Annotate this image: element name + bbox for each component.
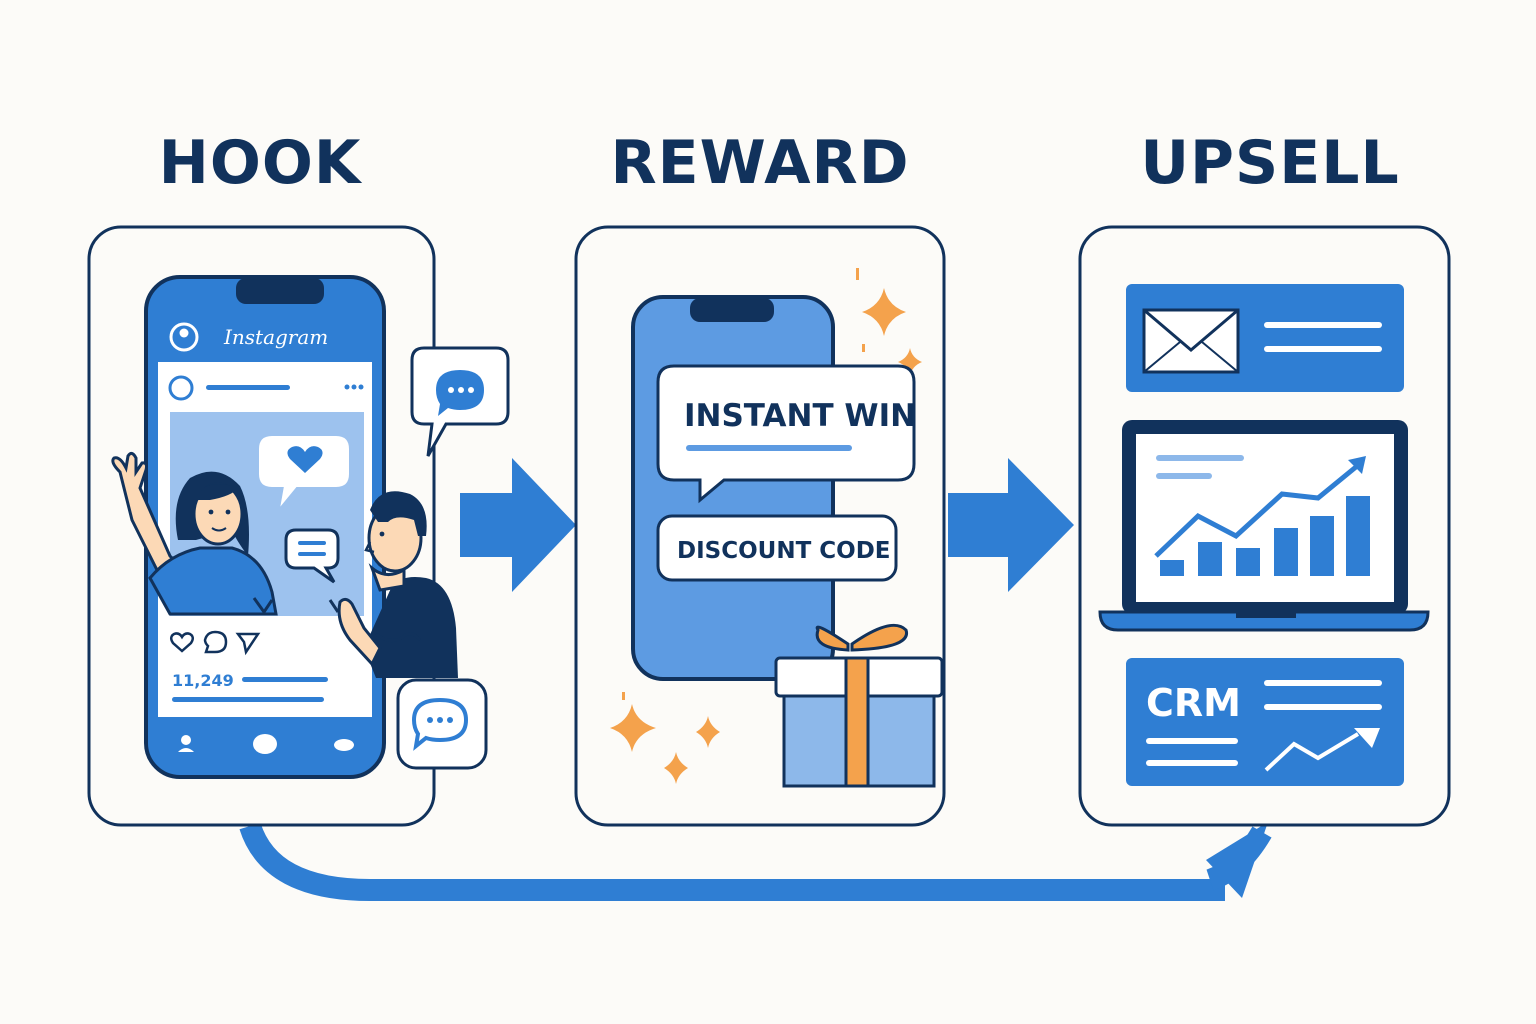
envelope-icon	[1142, 308, 1240, 374]
heart-icon	[287, 446, 323, 473]
nav-activity-icon[interactable]	[334, 739, 354, 751]
crm-card	[1126, 658, 1404, 786]
like-icon[interactable]	[170, 632, 194, 653]
woman-illustration	[111, 451, 278, 616]
caption-lines	[172, 677, 328, 702]
profile-icon	[169, 322, 199, 352]
laptop-analytics	[1098, 420, 1430, 632]
crm-label: CRM	[1146, 681, 1241, 725]
likes-count: 11,249	[172, 671, 234, 690]
nav-profile-icon[interactable]	[181, 735, 191, 745]
chat-outline-icon	[411, 697, 469, 751]
heart-bubble	[259, 436, 349, 507]
growth-arrow-icon	[1264, 732, 1360, 772]
instagram-app-name: Instagram	[223, 325, 328, 349]
instant-win-bubble	[656, 364, 916, 504]
email-card	[1126, 284, 1404, 392]
post-actions	[170, 630, 261, 656]
message-bubble	[284, 528, 340, 584]
stage-title-upsell: UPSELL	[1140, 128, 1400, 198]
chat-bubble-top	[410, 346, 510, 457]
phone-bottom-nav	[178, 734, 354, 754]
sparkle-icons	[610, 268, 922, 784]
stage-title-reward: REWARD	[610, 128, 910, 198]
loop-arrow	[239, 822, 1272, 901]
discount-code-label: DISCOUNT CODE	[677, 538, 891, 564]
chat-bubble-bottom	[396, 678, 488, 770]
comment-icon[interactable]	[203, 630, 228, 654]
stage-title-hook: HOOK	[158, 128, 362, 198]
nav-home-icon[interactable]	[253, 734, 277, 754]
arrow-reward-to-upsell	[948, 458, 1074, 592]
discount-code-button[interactable]	[656, 514, 898, 582]
post-header	[168, 375, 364, 401]
arrow-hook-to-reward	[460, 458, 576, 592]
chat-icon	[436, 370, 484, 416]
reward-phone	[631, 295, 835, 681]
gift-icon	[774, 623, 944, 788]
share-icon[interactable]	[235, 632, 261, 656]
man-illustration	[328, 491, 458, 678]
trend-line-icon	[1154, 460, 1364, 558]
instant-win-text: INSTANT WIN	[684, 398, 916, 434]
